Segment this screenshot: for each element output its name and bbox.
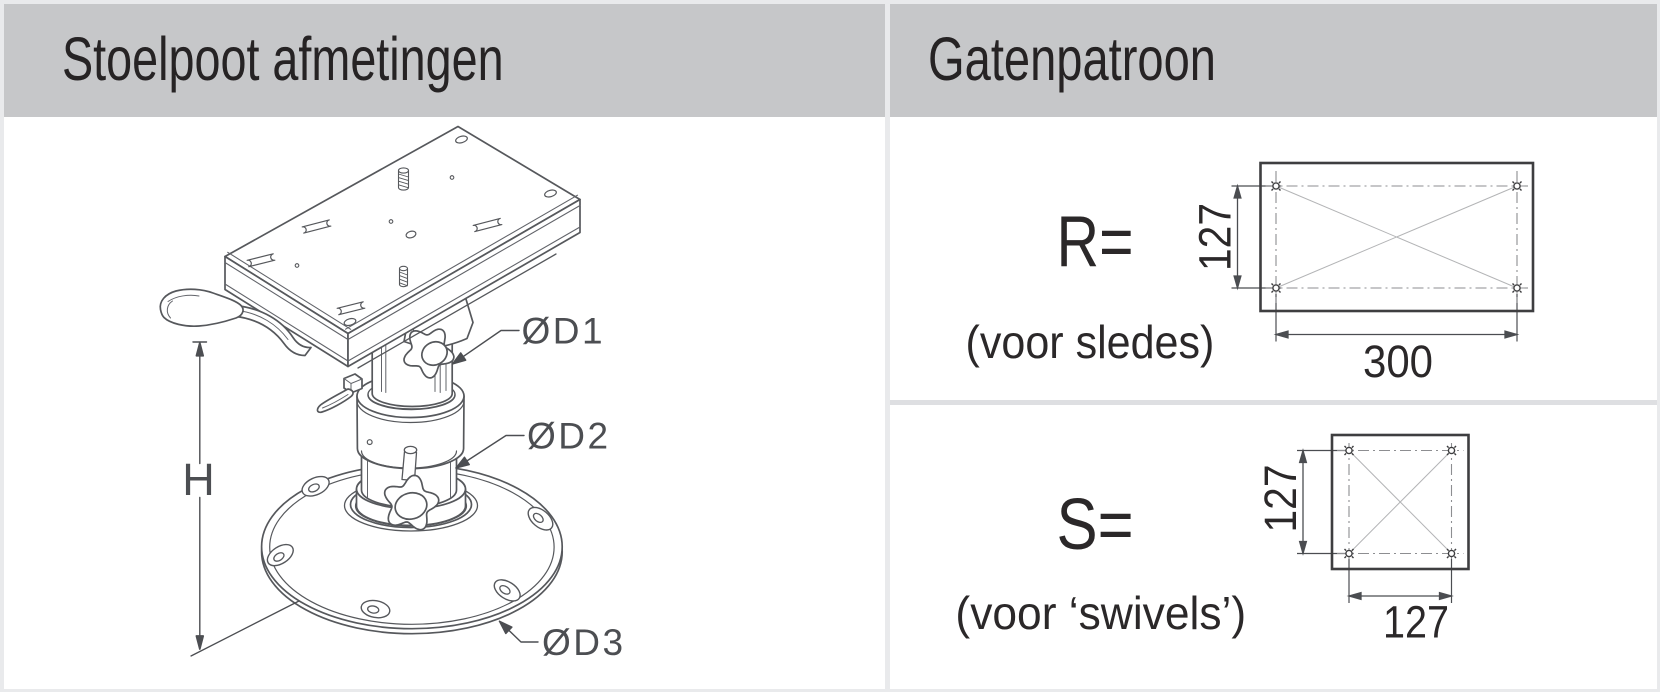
pattern-plate-outline (1259, 161, 1535, 313)
pattern-height-value: 127 (1255, 464, 1306, 532)
pattern-note-r: (voor sledes) (965, 316, 1214, 368)
clamp-lever (316, 372, 363, 413)
pattern-plate-outline (1330, 433, 1470, 570)
label-d2: ØD2 (527, 415, 611, 456)
leader-d3 (498, 620, 539, 643)
pedestal-drawing: ØD1 ØD2 ØD3 H (159, 125, 626, 663)
pattern-width-value: 300 (1363, 336, 1433, 387)
pattern-width-value: 127 (1383, 596, 1449, 647)
mounting-holes (1271, 181, 1522, 293)
hole-pattern-diagram: 127 127 (1255, 433, 1470, 647)
left-panel-header: Stoelpoot afmetingen (4, 4, 885, 117)
label-d3: ØD3 (542, 622, 626, 663)
label-height: H (182, 454, 215, 505)
right-panel: Gatenpatroon (890, 4, 1657, 689)
pattern-note-s: (voor ‘swivels’) (955, 587, 1246, 639)
right-panel-title: Gatenpatroon (928, 25, 1217, 93)
base-screw-boss (301, 475, 330, 497)
pattern-height-value: 127 (1190, 203, 1241, 271)
label-d1: ØD1 (522, 310, 606, 351)
hole-pattern-s-svg: 127 127 (1255, 433, 1470, 647)
right-panel-header: Gatenpatroon (890, 4, 1657, 117)
upper-adjust-knob (403, 327, 455, 379)
base-plate (260, 463, 564, 635)
leader-d2 (455, 434, 525, 469)
lower-adjust-knob (383, 445, 440, 531)
base-screw-boss (527, 506, 554, 531)
mounting-holes (1344, 445, 1457, 558)
hole-pattern-diagram: 127 300 (1190, 161, 1535, 387)
mounting-plate (224, 125, 581, 369)
pattern-code-r: R= (1056, 202, 1135, 282)
section-divider (890, 400, 1657, 405)
height-dimension: H (182, 340, 300, 657)
left-panel-title: Stoelpoot afmetingen (62, 25, 504, 93)
base-screw-boss (493, 578, 521, 602)
base-screw-boss (360, 599, 391, 618)
hole-pattern-r-svg: 127 300 (1190, 161, 1535, 387)
slide-release-lever (159, 287, 312, 356)
base-screw-boss (266, 543, 294, 566)
leader-d1 (451, 329, 520, 365)
pattern-code-s: S= (1056, 485, 1135, 565)
